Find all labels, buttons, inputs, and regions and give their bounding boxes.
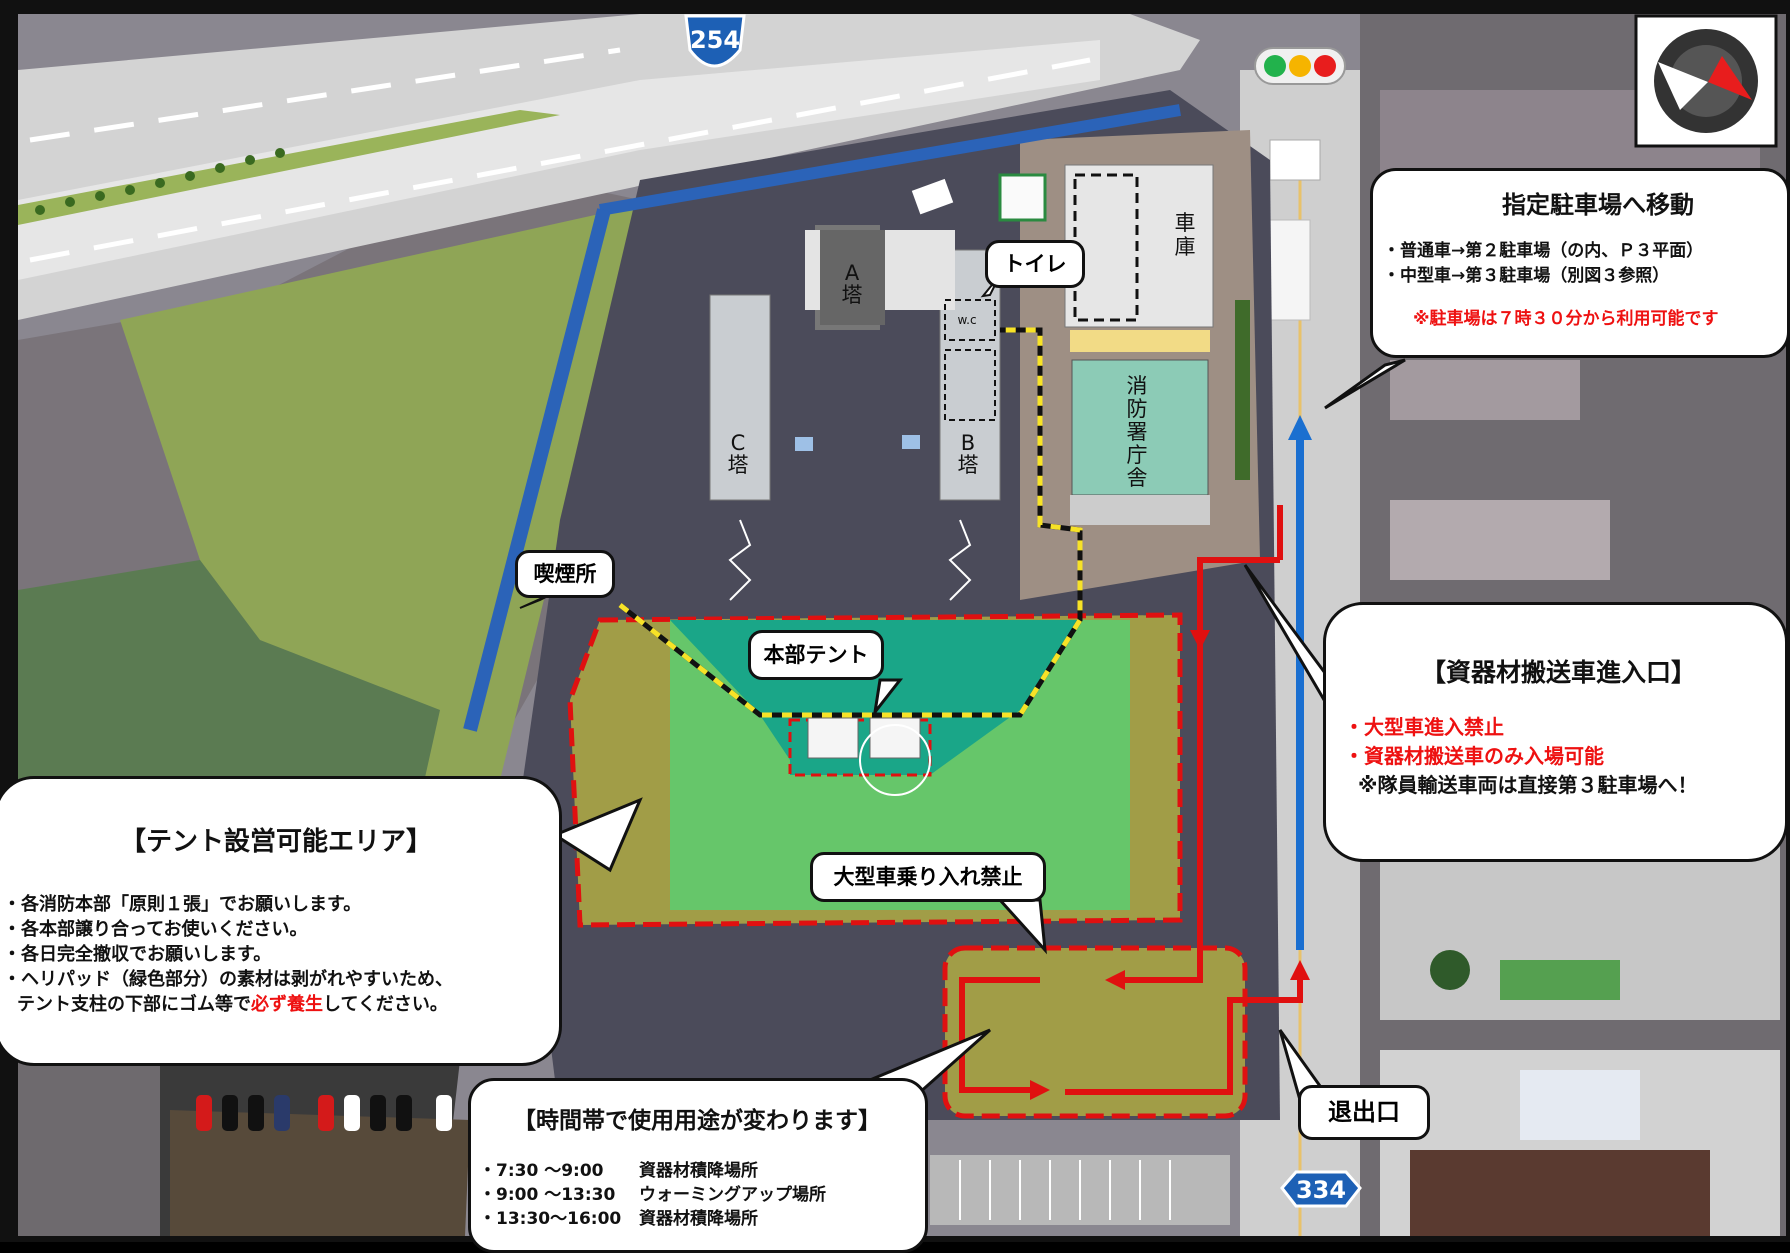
parking-note: ※駐車場は７時３０分から利用可能です [1413,309,1719,329]
no-large-vehicle-label: 大型車乗り入れ禁止 [810,852,1046,902]
tent-item-5-suffix: してください。 [323,994,448,1015]
exit-label: 退出口 [1298,1085,1430,1140]
parking-item-1: ・普通車→第２駐車場（の内、Ｐ３平面） [1383,241,1704,261]
time-row: ・9:00 〜13:30 ウォーミングアップ場所 [479,1183,915,1207]
entrance-item-2: ・資器材搬送車のみ入場可能 [1344,744,1604,768]
route-334-label: 334 [1296,1176,1346,1204]
time-row-time: ・9:00 〜13:30 [479,1185,616,1205]
route-334-icon: 334 [1280,1170,1362,1208]
tent-callout-title: 【テント設営可能エリア】 [119,827,432,857]
tent-callout: 【テント設営可能エリア】 ・各消防本部「原則１張」でお願いします。 ・各本部譲り… [0,776,562,1066]
entrance-item-1: ・大型車進入禁止 [1344,715,1504,739]
time-row: ・13:30〜16:00 資器材積降場所 [479,1207,915,1231]
fire-office-label: 消防署庁舎 [1127,374,1148,490]
wc-label: w.c [957,313,976,327]
tower-a [820,230,885,325]
time-callout-title: 【時間帯で使用用途が変わります】 [513,1108,881,1134]
time-row-use: 資器材積降場所 [639,1161,758,1181]
tent-item-2: ・各本部譲り合ってお使いください。 [3,919,308,940]
route-254-label: 254 [690,26,740,54]
tent-item-5-red: 必ず養生 [251,994,323,1015]
tent-item-4: ・ヘリパッド（緑色部分）の素材は剥がれやすいため、 [3,969,453,990]
wc-box [944,299,996,341]
tent-item-5: テント支柱の下部にゴム等で必ず養生してください。 [3,992,549,1017]
tent-item-5-prefix: テント支柱の下部にゴム等で [17,994,251,1015]
brown-lot [170,1110,470,1236]
toilet-label: トイレ [985,240,1085,288]
garage [1064,164,1214,328]
parking-callout: 指定駐車場へ移動 ・普通車→第２駐車場（の内、Ｐ３平面） ・中型車→第３駐車場（… [1370,168,1790,358]
hq-tent-label: 本部テント [748,630,884,680]
entrance-item-3: ※隊員輸送車両は直接第３駐車場へ！ [1358,773,1698,797]
parking-item-2: ・中型車→第３駐車場（別図３参照） [1383,266,1670,286]
route-254-icon: 254 [684,14,746,68]
tower-c [709,294,771,501]
time-row: ・7:30 〜9:00 資器材積降場所 [479,1159,915,1183]
water-channel [463,208,611,732]
tent-item-1: ・各消防本部「原則１張」でお願いします。 [3,894,362,915]
entrance-callout-title: 【資器材搬送車進入口】 [1420,658,1696,687]
garage-label: 車庫 [1175,211,1196,259]
tent-item-3: ・各日完全撤収でお願いします。 [3,944,272,965]
loading-zone [942,945,1248,1119]
smoking-area-label: 喫煙所 [515,550,615,598]
entrance-callout: 【資器材搬送車進入口】 ・大型車進入禁止 ・資器材搬送車のみ入場可能 ※隊員輸送… [1323,602,1788,862]
time-row-use: 資器材積降場所 [639,1209,758,1229]
time-callout: 【時間帯で使用用途が変わります】 ・7:30 〜9:00 資器材積降場所 ・9:0… [468,1078,928,1253]
parked-cars [196,1095,452,1131]
time-row-time: ・7:30 〜9:00 [479,1161,604,1181]
parking-callout-title: 指定駐車場へ移動 [1502,191,1694,219]
time-row-time: ・13:30〜16:00 [479,1209,622,1229]
time-row-use: ウォーミングアップ場所 [639,1185,826,1205]
